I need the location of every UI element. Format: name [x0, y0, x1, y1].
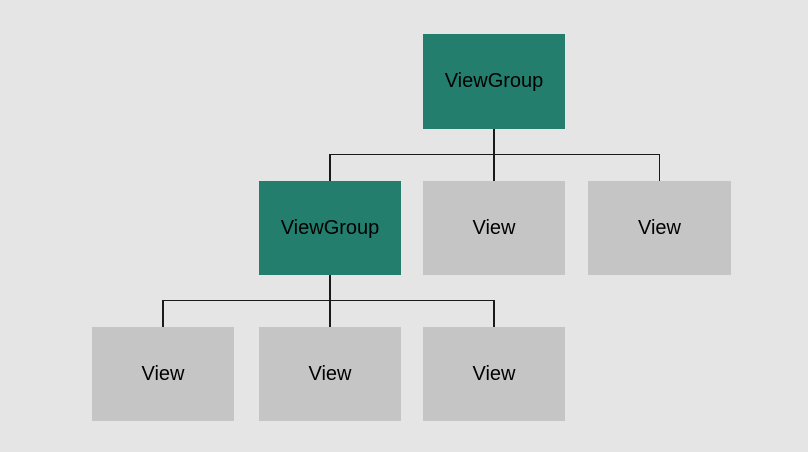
- connector-level1-rail: [329, 153, 661, 155]
- connector-childgroup-vertical: [329, 275, 331, 327]
- connector-root-vertical: [493, 129, 495, 181]
- node-root-viewgroup: ViewGroup: [423, 34, 565, 129]
- node-child-view-1: View: [423, 181, 565, 275]
- node-leaf-view-1-label: View: [141, 362, 185, 385]
- node-child-view-2-label: View: [638, 216, 681, 239]
- node-child-view-1-label: View: [472, 216, 516, 239]
- connector-level1-drop-right: [658, 153, 661, 182]
- node-root-viewgroup-label: ViewGroup: [444, 70, 544, 92]
- node-child-viewgroup: ViewGroup: [259, 181, 401, 275]
- connector-level2-drop-right: [493, 299, 495, 328]
- node-leaf-view-1: View: [92, 327, 234, 421]
- node-child-viewgroup-label: ViewGroup: [280, 216, 380, 239]
- node-leaf-view-2-label: View: [308, 362, 352, 385]
- connector-level2-rail: [162, 299, 495, 301]
- node-child-view-2: View: [588, 181, 731, 275]
- node-leaf-view-3-label: View: [472, 362, 516, 385]
- connector-level1-drop-left: [329, 153, 331, 182]
- node-leaf-view-3: View: [423, 327, 565, 421]
- connector-level2-drop-left: [162, 299, 164, 328]
- node-leaf-view-2: View: [259, 327, 401, 421]
